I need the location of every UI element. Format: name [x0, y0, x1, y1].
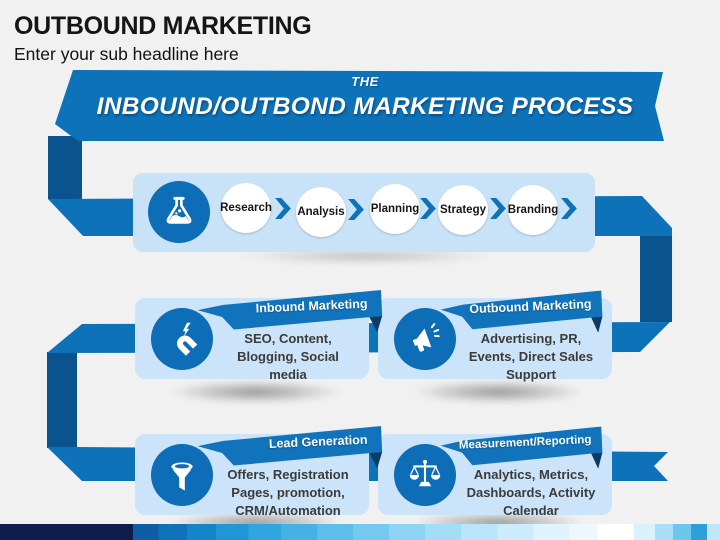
tag-measurement-reporting: Measurement/Reporting — [440, 426, 605, 481]
tag-outbound-marketing: Outbound Marketing — [440, 290, 605, 345]
process-step-research: Research — [220, 183, 272, 233]
banner-heading: INBOUND/OUTBOND MARKETING PROCESS — [96, 93, 634, 120]
tag-inbound-marketing: Inbound Marketing — [197, 290, 385, 346]
tag-ribbon-shape — [440, 426, 603, 469]
shadow-card — [411, 380, 586, 404]
banner-kicker: THE — [351, 74, 379, 89]
banner: THE INBOUND/OUTBOND MARKETING PROCESS — [70, 74, 660, 121]
funnel-icon — [171, 462, 193, 491]
chevron-right-icon — [490, 198, 506, 219]
ribbon-fold-left-mid — [47, 352, 77, 448]
process-panel: Research Analysis Planning Strategy Bran… — [133, 173, 595, 252]
tag-ribbon-shape — [197, 290, 383, 333]
card-body-text: Offers, Registration Pages, promotion, C… — [227, 467, 349, 518]
card-body-text: Advertising, PR, Events, Direct Sales Su… — [468, 331, 594, 382]
funnel-icon-circle — [151, 444, 213, 506]
slide-title: OUTBOUND MARKETING — [14, 12, 312, 40]
chevron-right-icon — [275, 198, 291, 219]
process-step-analysis: Analysis — [296, 187, 346, 237]
process-step-planning: Planning — [370, 184, 420, 234]
scale-icon — [409, 459, 441, 487]
slide-subtitle: Enter your sub headline here — [14, 44, 239, 64]
card-body-text: SEO, Content, Blogging, Social media — [237, 331, 339, 382]
megaphone-icon — [412, 323, 440, 352]
tag-ribbon-shape — [197, 426, 383, 469]
tag-lead-generation: Lead Generation — [197, 426, 385, 482]
chevron-right-icon — [348, 199, 364, 220]
scale-icon-circle — [394, 444, 456, 506]
chevron-right-icon — [561, 198, 577, 219]
magnet-icon — [177, 322, 198, 356]
banner-ribbon-shape — [55, 70, 664, 141]
card-body-text: Analytics, Metrics, Dashboards, Activity… — [466, 467, 596, 518]
ribbon-fold-left-top — [48, 136, 82, 199]
shadow-card — [168, 380, 343, 404]
magnet-icon-circle — [151, 308, 213, 370]
process-step-strategy: Strategy — [438, 185, 488, 235]
flask-icon-circle — [148, 181, 210, 243]
process-step-branding: Branding — [508, 185, 558, 235]
ribbon-fold-right — [640, 230, 672, 322]
flask-icon — [166, 196, 192, 224]
bottom-accent-bar — [0, 524, 720, 540]
chevron-right-icon — [420, 198, 436, 219]
tag-ribbon-shape — [440, 290, 603, 333]
megaphone-icon-circle — [394, 308, 456, 370]
